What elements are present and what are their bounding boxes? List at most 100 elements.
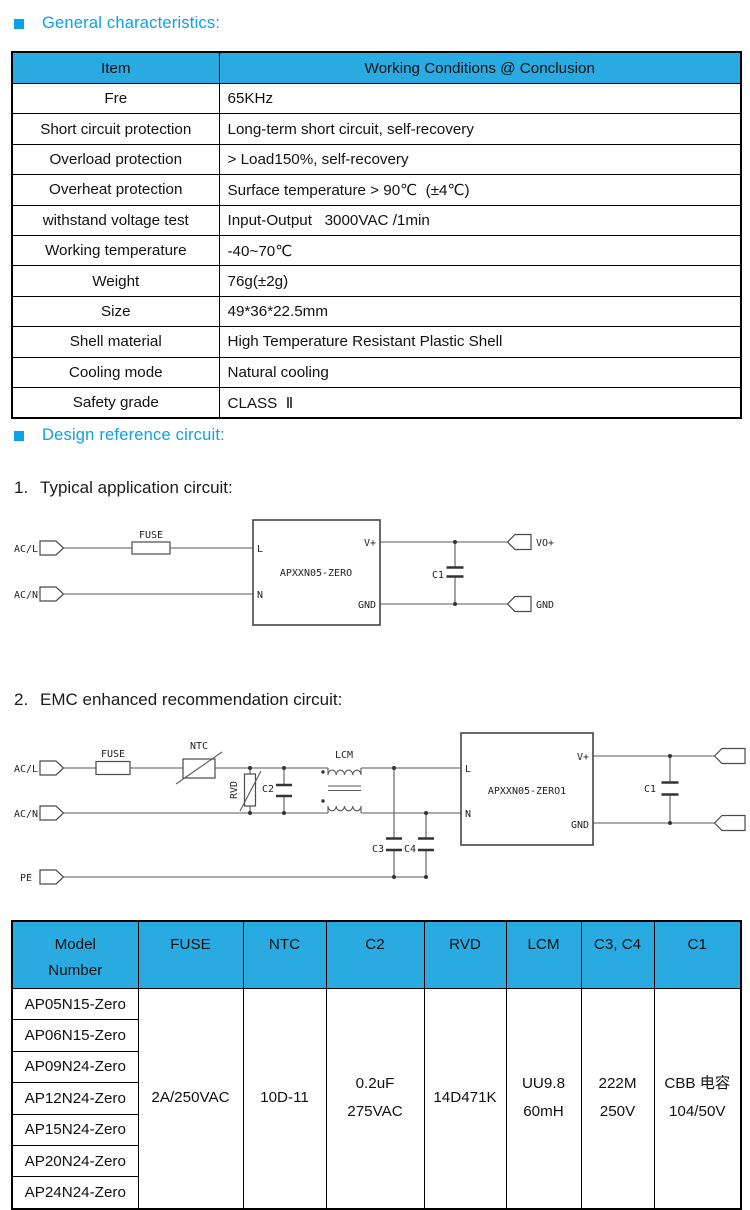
section-title: Design reference circuit: xyxy=(42,426,225,444)
col-header-item: Item xyxy=(11,51,220,84)
ac-l-label: AC/L xyxy=(14,544,38,555)
value-cell: 49*36*22.5mm xyxy=(218,295,742,328)
c1-label: C1 xyxy=(432,570,444,581)
terminal-ac-l xyxy=(39,760,65,776)
capacitor-c1-symbol xyxy=(661,754,679,825)
rvd-spec-cell: 14D471K xyxy=(423,987,507,1210)
col-header-c1: C1 xyxy=(653,920,742,989)
section-title: General characteristics: xyxy=(42,14,221,32)
table-row: Working temperature-40~70℃ xyxy=(11,234,742,267)
c2-label: C2 xyxy=(262,784,274,795)
gnd-out-label: GND xyxy=(536,600,554,611)
col-header-fuse: FUSE xyxy=(137,920,244,989)
vo-plus-label: VO+ xyxy=(536,538,554,549)
component-selection-table: Model Number FUSE NTC C2 RVD LCM C3, C4 … xyxy=(11,920,742,1210)
c4-label: C4 xyxy=(404,844,416,855)
item-cell: Fre xyxy=(11,82,220,115)
value-cell: CLASS Ⅱ xyxy=(218,386,742,419)
item-cell: Overload protection xyxy=(11,143,220,176)
module-name-label: APXXN05-ZERO xyxy=(280,568,352,579)
value-cell: > Load150%, self-recovery xyxy=(218,143,742,176)
terminal-output-gnd xyxy=(713,814,746,832)
item-cell: Overheat protection xyxy=(11,174,220,206)
pin-l-label: L xyxy=(465,764,471,775)
col-header-conditions: Working Conditions @ Conclusion xyxy=(218,51,742,84)
section-bullet-icon xyxy=(14,430,24,441)
pin-vplus-label: V+ xyxy=(364,538,376,549)
item-cell: Short circuit protection xyxy=(11,113,220,145)
general-characteristics-table: Item Working Conditions @ Conclusion Fre… xyxy=(11,51,742,420)
subheading-emc-circuit: 2. EMC enhanced recommendation circuit: xyxy=(14,690,342,710)
item-cell: Size xyxy=(11,295,220,328)
model-header-line1: Model xyxy=(54,936,96,953)
terminal-output-plus xyxy=(713,747,746,765)
table-header-row: Item Working Conditions @ Conclusion xyxy=(11,51,742,84)
lcm-label: LCM xyxy=(335,750,353,761)
model-cell: AP09N24-Zero xyxy=(11,1050,139,1084)
model-cell: AP12N24-Zero xyxy=(11,1082,139,1115)
fuse-label: FUSE xyxy=(139,530,163,541)
table-row: Overload protection> Load150%, self-reco… xyxy=(11,143,742,176)
value-cell: Natural cooling xyxy=(218,356,742,388)
capacitor-c2-symbol xyxy=(276,766,292,815)
emc-enhanced-schematic: AC/L AC/N PE FUSE NTC RVD C2 LCM C3 xyxy=(14,732,746,885)
table-header-row: Model Number FUSE NTC C2 RVD LCM C3, C4 … xyxy=(11,920,742,989)
module-name-label: APXXN05-ZERO1 xyxy=(488,786,566,797)
wires xyxy=(63,541,507,605)
subheading-typical-application: 1. Typical application circuit: xyxy=(14,478,233,498)
module-box xyxy=(460,732,594,846)
module-box xyxy=(252,519,381,626)
pin-n-label: N xyxy=(257,590,263,601)
table-row: AP15N24-Zero xyxy=(11,1113,741,1146)
model-cell: AP15N24-Zero xyxy=(11,1113,139,1146)
subheading-label: Typical application circuit: xyxy=(40,478,233,497)
value-cell: Surface temperature > 90℃ (±4℃) xyxy=(218,174,742,206)
capacitor-c1-symbol xyxy=(446,540,464,606)
item-cell: Safety grade xyxy=(11,386,220,419)
value-cell: 65KHz xyxy=(218,82,742,115)
value-cell: -40~70℃ xyxy=(218,234,742,267)
item-cell: Working temperature xyxy=(11,234,220,267)
ac-n-label: AC/N xyxy=(14,809,38,820)
col-header-ntc: NTC xyxy=(242,920,327,989)
fuse-label: FUSE xyxy=(101,749,125,760)
subheading-number: 2. xyxy=(14,690,29,709)
item-cell: withstand voltage test xyxy=(11,204,220,236)
col-header-model: Model Number xyxy=(11,920,139,989)
section-general-characteristics: General characteristics: xyxy=(14,14,220,33)
table-row: AP09N24-Zero xyxy=(11,1050,741,1084)
section-bullet-icon xyxy=(14,18,24,29)
c3-label: C3 xyxy=(372,844,384,855)
ac-n-label: AC/N xyxy=(14,590,38,601)
section-design-reference-circuit: Design reference circuit: xyxy=(14,426,225,445)
pe-label: PE xyxy=(20,873,32,884)
value-cell: Input-Output 3000VAC /1min xyxy=(218,204,742,236)
model-cell: AP20N24-Zero xyxy=(11,1144,139,1178)
value-cell: 76g(±2g) xyxy=(218,265,742,297)
col-header-c2: C2 xyxy=(325,920,425,989)
ntc-symbol xyxy=(175,751,223,785)
fuse-spec-cell: 2A/250VAC xyxy=(137,987,244,1210)
ntc-label: NTC xyxy=(190,741,208,752)
table-row: AP12N24-Zero xyxy=(11,1082,741,1115)
terminal-vo-plus xyxy=(506,533,532,551)
value-cell: Long-term short circuit, self-recovery xyxy=(218,113,742,145)
subheading-label: EMC enhanced recommendation circuit: xyxy=(40,690,343,709)
wires xyxy=(63,755,714,878)
item-cell: Shell material xyxy=(11,326,220,358)
terminal-ac-l xyxy=(39,540,65,556)
value-cell: High Temperature Resistant Plastic Shell xyxy=(218,326,742,358)
terminal-ac-n xyxy=(39,805,65,821)
col-header-lcm: LCM xyxy=(505,920,582,989)
common-mode-choke-symbol xyxy=(321,768,362,813)
